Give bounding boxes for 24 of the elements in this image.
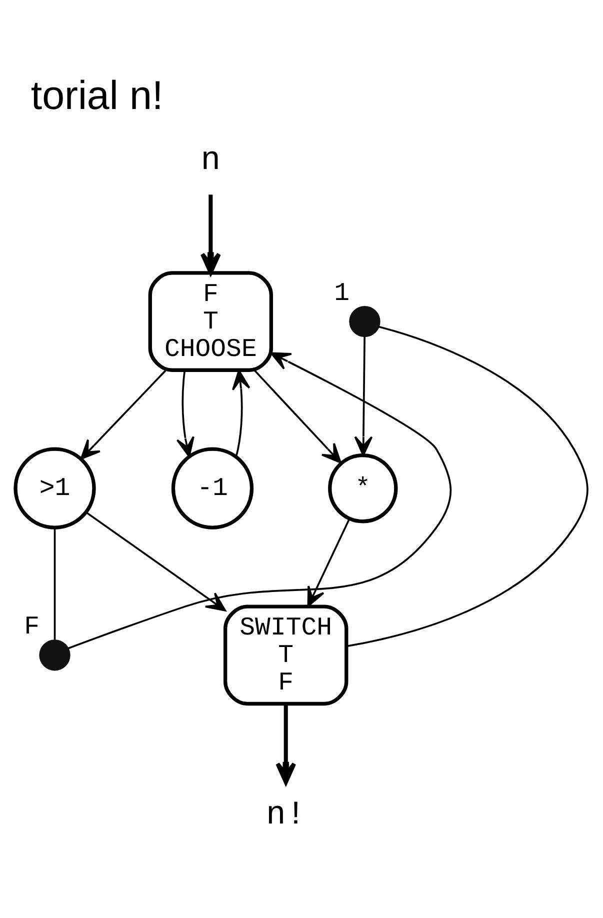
node-circle <box>349 306 380 338</box>
connector <box>346 326 588 648</box>
node-label: F <box>24 612 40 642</box>
node-circle: >1 <box>14 447 96 530</box>
arrow <box>86 512 226 612</box>
arrow <box>176 370 194 458</box>
node-text: n <box>200 142 221 180</box>
node-circle <box>39 640 70 671</box>
arrow <box>254 370 342 464</box>
node-text: n! <box>266 796 306 834</box>
diagram-title: torial n! <box>30 72 164 118</box>
connector <box>54 528 56 640</box>
arrow <box>200 194 221 275</box>
arrow <box>232 370 250 458</box>
node-circle: * <box>328 454 398 524</box>
arrow <box>307 518 350 607</box>
arrow <box>80 370 166 460</box>
arrow <box>354 336 373 456</box>
node-circle: -1 <box>171 447 254 530</box>
node-box: SWITCH T F <box>224 604 348 706</box>
node-label: 1 <box>334 278 350 308</box>
node-box: F T CHOOSE <box>148 271 274 372</box>
arrow <box>68 352 452 650</box>
arrow <box>276 704 296 784</box>
